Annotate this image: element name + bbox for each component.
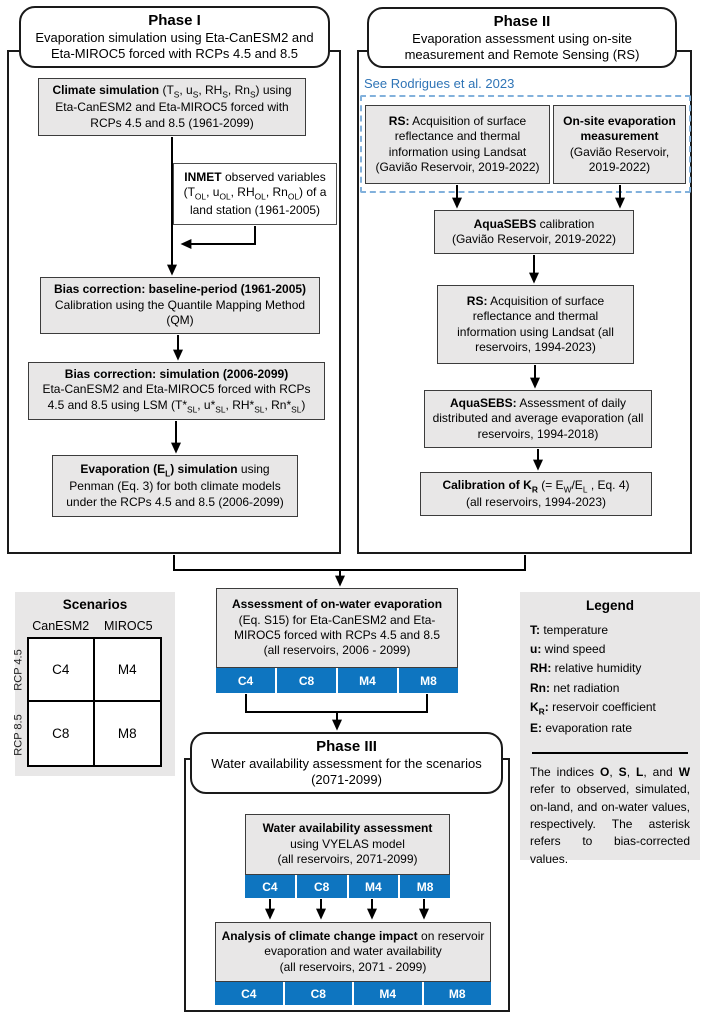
- kr-calibration-text: Calibration of KR (= EW/EL , Eq. 4)(all …: [442, 477, 630, 509]
- inmet-observed-text: INMET observed variables (TOL, uOL, RHOL…: [183, 170, 327, 217]
- climate-impact-analysis-text: Analysis of climate change impact on res…: [221, 928, 485, 974]
- assessment-tab-m4: M4: [338, 668, 399, 693]
- scenarios-column-headers: CanESM2 MIROC5: [27, 619, 162, 633]
- aquasebs-calibration-box: AquaSEBS calibration(Gavião Reservoir, 2…: [434, 210, 634, 254]
- scenarios-cell-m8: M8: [117, 726, 137, 741]
- bracket-assessment-tabs: [245, 694, 428, 713]
- climate-impact-analysis-box: Analysis of climate change impact on res…: [215, 922, 491, 982]
- assessment-tab-c8: C8: [277, 668, 338, 693]
- legend-item-evaporation: E: evaporation rate: [530, 720, 633, 735]
- analysis-tab-c8: C8: [285, 982, 354, 1005]
- phase1-subtitle: Evaporation simulation using Eta-CanESM2…: [35, 30, 314, 62]
- legend-note: The indices O, S, L, and W refer to obse…: [530, 764, 691, 866]
- bracket-phase1-phase2-merge: [173, 555, 526, 571]
- water-availability-tabs: C4 C8 M4 M8: [245, 875, 450, 898]
- analysis-tab-m8: M8: [448, 986, 466, 1001]
- legend-item-windspeed: u: wind speed: [530, 642, 606, 657]
- phase3-header: Phase III Water availability assessment …: [190, 732, 503, 794]
- phase2-header: Phase II Evaporation assessment using on…: [367, 7, 677, 68]
- legend-item-humidity: RH: relative humidity: [530, 661, 642, 676]
- scenarios-row-rcp85: RCP 8.5: [12, 702, 26, 767]
- rs-acquisition-all-box: RS: Acquisition of surface reflectance a…: [437, 285, 634, 364]
- legend-item-temperature: T: temperature: [530, 623, 609, 637]
- phase3-title: Phase III: [316, 738, 377, 755]
- rs-acquisition-gaviao-box: RS: Acquisition of surface reflectance a…: [365, 105, 550, 184]
- bias-simulation-box: Bias correction: simulation (2006-2099)E…: [28, 362, 325, 420]
- bias-baseline-box: Bias correction: baseline-period (1961-2…: [40, 277, 320, 334]
- scenarios-cell-c8: C8: [29, 702, 95, 765]
- onwater-assessment-tabs: C4 C8 M4 M8: [216, 668, 458, 693]
- rodrigues-dashed-group: [360, 95, 691, 193]
- legend-item-coefficient: KR: reservoir coefficient: [530, 699, 656, 717]
- inmet-observed-box: INMET observed variables (TOL, uOL, RHOL…: [173, 163, 337, 225]
- scenarios-title: Scenarios: [62, 597, 128, 612]
- kr-calibration-box: Calibration of KR (= EW/EL , Eq. 4)(all …: [420, 472, 652, 516]
- scenarios-panel: Scenarios CanESM2 MIROC5 C4 M4 C8 M8 RCP…: [12, 592, 175, 776]
- scenarios-row-rcp45-label: RCP 4.5: [13, 648, 25, 691]
- evaporation-simulation-box: Evaporation (EL) simulation using Penman…: [52, 455, 298, 517]
- climate-simulation-box: Climate simulation (TS, uS, RHS, RnS) us…: [38, 78, 306, 136]
- scenarios-col-canesm2: CanESM2: [32, 619, 90, 633]
- analysis-tab-m4: M4: [354, 982, 424, 1005]
- evaporation-simulation-text: Evaporation (EL) simulation using Penman…: [66, 462, 284, 509]
- scenarios-table: C4 M4 C8 M8: [27, 637, 162, 767]
- scenarios-cell-m4: M4: [94, 639, 160, 702]
- analysis-tab-c4: C4: [215, 982, 285, 1005]
- phase2-title: Phase II: [493, 13, 551, 30]
- analysis-tabs: C4 C8 M4 M8: [215, 982, 491, 1005]
- rs-acquisition-gaviao-text: RS: Acquisition of surface reflectance a…: [375, 113, 540, 174]
- legend-divider: [532, 751, 688, 754]
- legend-title: Legend: [585, 598, 634, 613]
- scenarios-cell-c4: C4: [29, 639, 95, 702]
- legend-panel: Legend T: temperature u: wind speed RH: …: [520, 592, 700, 866]
- onwater-assessment-text: Assessment of on-water evaporation (Eq. …: [231, 597, 443, 658]
- assessment-tab-m8: M8: [420, 673, 437, 688]
- rs-acquisition-all-text: RS: Acquisition of surface reflectance a…: [457, 293, 614, 354]
- phase1-header: Phase I Evaporation simulation using Eta…: [19, 6, 330, 68]
- water-tab-c4: C4: [245, 875, 297, 898]
- legend-item-radiation: Rn: net radiation: [530, 680, 620, 695]
- aquasebs-assessment-box: AquaSEBS: Assessment of daily distribute…: [424, 390, 652, 448]
- scenarios-row-rcp45: RCP 4.5: [12, 637, 26, 702]
- aquasebs-assessment-text: AquaSEBS: Assessment of daily distribute…: [432, 395, 644, 441]
- bias-simulation-text: Bias correction: simulation (2006-2099)E…: [42, 367, 311, 415]
- water-tab-c8: C8: [297, 875, 349, 898]
- phase1-title: Phase I: [148, 12, 201, 29]
- water-tab-m4: M4: [349, 875, 401, 898]
- phase2-subtitle: Evaporation assessment using on-site mea…: [404, 31, 640, 63]
- assessment-tab-c4: C4: [216, 668, 277, 693]
- scenarios-row-rcp85-label: RCP 8.5: [13, 713, 25, 756]
- climate-simulation-text: Climate simulation (TS, uS, RHS, RnS) us…: [52, 83, 292, 130]
- onsite-measurement-text: On-site evaporation measurement (Gavião …: [563, 113, 676, 174]
- onwater-assessment-box: Assessment of on-water evaporation (Eq. …: [216, 588, 458, 668]
- water-tab-m8: M8: [416, 879, 434, 894]
- onsite-measurement-box: On-site evaporation measurement (Gavião …: [553, 105, 686, 184]
- bias-baseline-text: Bias correction: baseline-period (1961-2…: [53, 282, 307, 328]
- phase3-subtitle: Water availability assessment for the sc…: [211, 756, 482, 788]
- scenarios-col-miroc5: MIROC5: [103, 619, 153, 633]
- aquasebs-calibration-text: AquaSEBS calibration(Gavião Reservoir, 2…: [451, 216, 617, 246]
- rodrigues-reference-link: See Rodrigues et al. 2023: [364, 76, 515, 91]
